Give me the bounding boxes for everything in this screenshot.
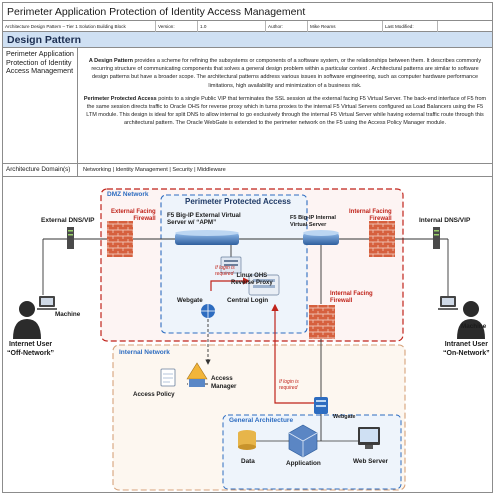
f5-internal-label: F5 Big-IP Internal Virtual Server (290, 215, 336, 228)
pattern-tier-label: Architecture Design Pattern – Tier 1 Sol… (3, 21, 156, 32)
external-dns-server-icon (67, 227, 74, 249)
last-modified-value (438, 21, 492, 32)
external-firewall-label: External Facing Firewall (111, 209, 156, 222)
web-server-icon (358, 427, 380, 449)
description-paragraph-2: Perimeter Protected Access points to a s… (83, 95, 487, 128)
f5-internal-router-icon (303, 230, 339, 245)
internet-user-label: Internet User “Off-Network” (7, 341, 55, 357)
machine-left-label: Machine (55, 311, 81, 318)
domain-values: Networking | Identity Management | Secur… (83, 167, 226, 173)
pattern-row-label: Perimeter Application Protection of Iden… (3, 48, 78, 163)
access-policy-label: Access Policy (133, 391, 175, 398)
internal-firewall-top-label: Internal Facing Firewall (349, 209, 392, 222)
access-policy-icon (160, 368, 176, 387)
right-machine-icon (438, 296, 458, 310)
internal-dns-server-icon (433, 227, 440, 249)
page-title: Perimeter Application Protection of Iden… (3, 3, 492, 21)
access-manager-icon (186, 362, 208, 387)
webgate-bottom-icon (314, 397, 328, 414)
application-label: Application (286, 460, 321, 467)
data-label: Data (241, 458, 255, 465)
intranet-user-label: Intranet User “On-Network” (443, 341, 490, 357)
pattern-row: Perimeter Application Protection of Iden… (3, 48, 492, 164)
linux-ohs-server-icon (220, 256, 242, 274)
web-server-label: Web Server (353, 458, 389, 465)
internal-network-label: Internal Network (119, 349, 170, 356)
data-icon (238, 430, 256, 450)
f5-external-label: F5 Big-IP External Virtual Server w/ “AP… (167, 212, 241, 226)
login-required-note-bottom: If login is required (279, 379, 299, 391)
author-value: Mike Reams (308, 21, 383, 32)
version-value: 1.0 (198, 21, 266, 32)
version-label: Version: (156, 21, 198, 32)
meta-row: Architecture Design Pattern – Tier 1 Sol… (3, 21, 492, 32)
central-login-icon (248, 274, 280, 296)
external-firewall-icon (107, 221, 133, 257)
dmz-network-label: DMZ Network (107, 191, 149, 198)
internet-user-icon (13, 301, 41, 339)
internal-firewall-mid-icon (309, 305, 335, 339)
section-title: Design Pattern (3, 32, 492, 48)
perimeter-access-term: Perimeter Protected Access (83, 95, 157, 102)
description-text-1: provides a scheme for refining the subsy… (91, 58, 482, 89)
intranet-user-icon (457, 301, 485, 339)
description-text-2: points to a single Public VIP that termi… (86, 95, 487, 127)
access-manager-label: Access Manager (211, 375, 237, 390)
f5-external-router-icon (175, 230, 239, 245)
author-label: Author: (266, 21, 308, 32)
left-machine-icon (37, 296, 57, 310)
central-login-label: Central Login (227, 297, 269, 304)
internal-firewall-top-icon (369, 221, 395, 257)
architecture-diagram: DMZ Network Perimeter Protected Access E… (3, 179, 492, 492)
internal-firewall-mid-label: Internal Facing Firewall (330, 291, 373, 304)
description-paragraph-1: A Design Pattern provides a scheme for r… (83, 57, 487, 90)
pattern-description: A Design Pattern provides a scheme for r… (79, 48, 491, 163)
internal-dns-label: Internal DNS/VIP (419, 217, 471, 224)
external-dns-label: External DNS/VIP (41, 217, 95, 224)
webgate-top-label: Webgate (177, 297, 203, 304)
application-icon (288, 424, 318, 458)
machine-right-label: Machine (461, 323, 487, 330)
login-required-note-top: If login is required (215, 265, 235, 277)
linux-ohs-label: Linux OHS Reverse Proxy (231, 273, 273, 286)
domain-row-label: Architecture Domain(s) (3, 164, 78, 176)
webgate-bottom-label: Webgate (333, 414, 356, 420)
webgate-top-icon (201, 304, 215, 318)
login-redirect-arrow-bottom (271, 303, 321, 404)
perimeter-access-label: Perimeter Protected Access (185, 197, 291, 206)
diagram-canvas (13, 188, 485, 491)
design-pattern-term: A Design Pattern (88, 58, 133, 64)
last-modified-label: Last Modified: (383, 21, 438, 32)
general-architecture-label: General Architecture (229, 417, 294, 424)
domain-row: Architecture Domain(s) Networking | Iden… (3, 164, 492, 177)
login-redirect-arrow-top (210, 277, 251, 291)
